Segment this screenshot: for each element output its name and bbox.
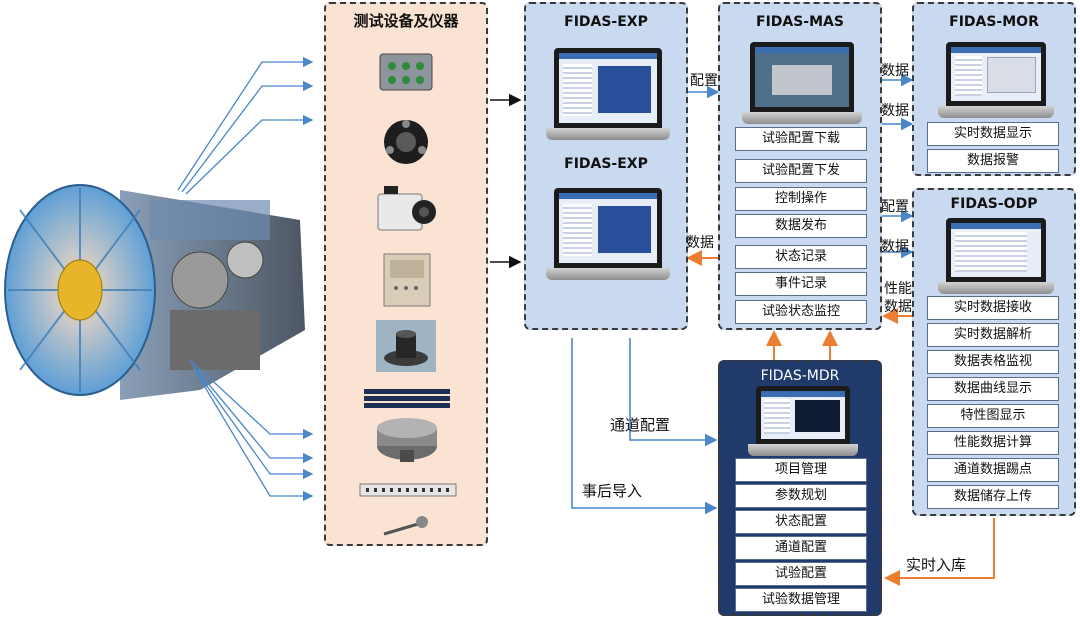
mor-btn-realtime-display[interactable]: 实时数据显示 [927, 122, 1059, 146]
turbofan-engine-image [0, 160, 320, 430]
mdr-btn-channel-config[interactable]: 通道配置 [735, 536, 867, 560]
mas-btn-config-download[interactable]: 试验配置下载 [735, 127, 867, 151]
label-mas-to-odp-data: 数据 [881, 239, 909, 255]
odp-btn-channel-point-removal[interactable]: 通道数据踢点 [927, 458, 1059, 482]
label-mas-to-exp-data: 数据 [686, 235, 714, 251]
odp-laptop[interactable] [938, 218, 1054, 294]
mas-btn-data-publish[interactable]: 数据发布 [735, 214, 867, 238]
fidas-mor-panel: FIDAS-MOR 实时数据显示 数据报警 [912, 2, 1076, 176]
mas-btn-status-log[interactable]: 状态记录 [735, 245, 867, 269]
fidas-mdr-panel: FIDAS-MDR 项目管理 参数规划 状态配置 通道配置 试验配置 试验数据管… [718, 360, 882, 616]
label-odp-to-mas-performance: 性能 [884, 281, 912, 297]
label-post-import: 事后导入 [582, 482, 643, 500]
mas-btn-config-dispatch[interactable]: 试验配置下发 [735, 159, 867, 183]
mor-title: FIDAS-MOR [949, 14, 1039, 30]
mdr-btn-project-mgmt[interactable]: 项目管理 [735, 458, 867, 482]
mdr-btn-test-config[interactable]: 试验配置 [735, 562, 867, 586]
pressure-scanner-image [378, 114, 434, 170]
odp-btn-realtime-parse[interactable]: 实时数据解析 [927, 323, 1059, 347]
mor-laptop[interactable] [938, 42, 1054, 118]
label-mas-to-odp-config: 配置 [881, 199, 909, 215]
cable-bundle-image [362, 386, 452, 410]
fidas-exp-panel: FIDAS-EXP FIDAS-EXP [524, 2, 688, 330]
instruments-title: 测试设备及仪器 [353, 12, 459, 30]
force-sensor-image [374, 318, 438, 374]
label-mas-to-mor-data-1: 数据 [881, 63, 909, 79]
odp-title: FIDAS-ODP [950, 196, 1038, 212]
exp-title-top: FIDAS-EXP [564, 14, 648, 30]
mdr-btn-test-data-mgmt[interactable]: 试验数据管理 [735, 588, 867, 612]
mor-btn-data-alarm[interactable]: 数据报警 [927, 149, 1059, 173]
label-channel-config: 通道配置 [610, 416, 671, 434]
connector-strip-image [358, 480, 458, 500]
exp-title-bottom: FIDAS-EXP [564, 156, 648, 172]
mdr-title: FIDAS-MDR [760, 368, 840, 384]
odp-btn-characteristic-map[interactable]: 特性图显示 [927, 404, 1059, 428]
signal-conditioner-cabinet-image [378, 252, 436, 308]
odp-btn-data-store-upload[interactable]: 数据储存上传 [927, 485, 1059, 509]
label-realtime-store: 实时入库 [906, 556, 967, 574]
mdr-btn-status-config[interactable]: 状态配置 [735, 510, 867, 534]
label-mas-to-mor-data-2: 数据 [881, 103, 909, 119]
fidas-odp-panel: FIDAS-ODP 实时数据接收 实时数据解析 数据表格监视 数据曲线显示 特性… [912, 188, 1076, 516]
mas-btn-control[interactable]: 控制操作 [735, 187, 867, 211]
high-speed-camera-image [374, 182, 440, 238]
odp-btn-table-monitor[interactable]: 数据表格监视 [927, 350, 1059, 374]
mdr-laptop[interactable] [748, 386, 858, 456]
fidas-mas-panel: FIDAS-MAS 试验配置下载 试验配置下发 控制操作 数据发布 状态记录 事… [718, 2, 882, 330]
mas-btn-event-log[interactable]: 事件记录 [735, 272, 867, 296]
exp-laptop-top[interactable] [546, 48, 670, 140]
mas-title: FIDAS-MAS [756, 14, 844, 30]
accelerometer-image [372, 412, 442, 464]
exp-laptop-bottom[interactable] [546, 188, 670, 280]
odp-btn-realtime-receive[interactable]: 实时数据接收 [927, 296, 1059, 320]
odp-btn-performance-calc[interactable]: 性能数据计算 [927, 431, 1059, 455]
mas-laptop[interactable] [742, 42, 862, 124]
label-exp-to-mas-config: 配置 [690, 73, 718, 89]
probe-sensor-image [378, 512, 438, 540]
mdr-btn-parameter-plan[interactable]: 参数规划 [735, 484, 867, 508]
mas-btn-status-monitor[interactable]: 试验状态监控 [735, 300, 867, 324]
odp-btn-curve-display[interactable]: 数据曲线显示 [927, 377, 1059, 401]
instruments-panel: 测试设备及仪器 [324, 2, 488, 546]
data-acquisition-module-image [374, 42, 438, 102]
label-odp-to-mas-data: 数据 [884, 299, 912, 315]
